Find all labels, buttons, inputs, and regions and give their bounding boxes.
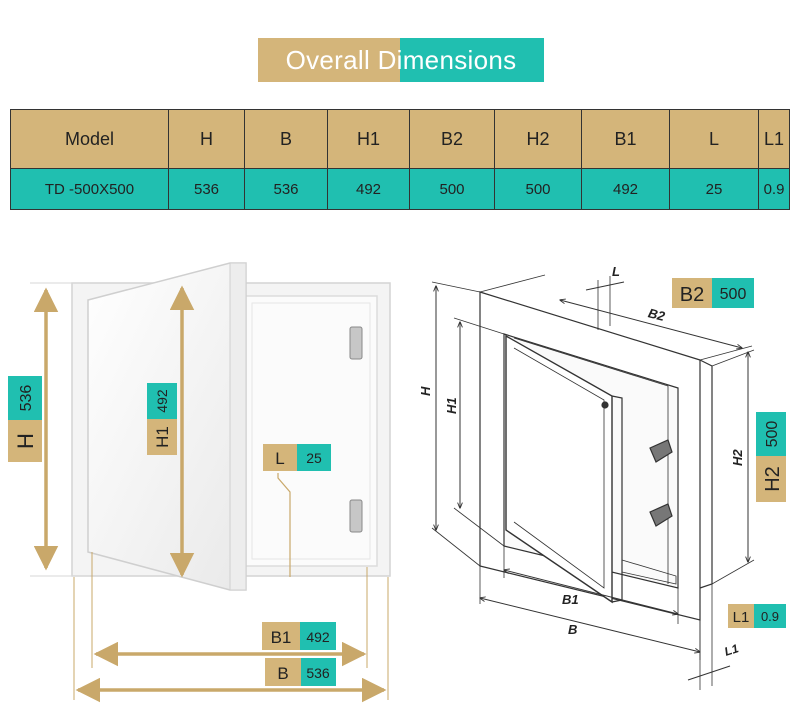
photo-b-value: 536 <box>306 665 330 681</box>
drawing-depth-top <box>479 274 546 293</box>
drawing-label-b2: B2 <box>647 305 668 324</box>
photo-l-leader <box>277 473 291 577</box>
photo-l-letter: L <box>275 449 284 468</box>
photo-b-badge: B 536 <box>265 658 336 686</box>
cell-h2: 500 <box>494 168 582 210</box>
drawing-h2-badge: H2 500 <box>756 412 786 502</box>
drawing-l1-letter: L1 <box>733 609 750 626</box>
photo-door-edge <box>229 262 247 591</box>
drawing-l1-badge: L1 0.9 <box>728 604 786 628</box>
drawing-b2-value: 500 <box>720 286 747 303</box>
drawing-hinge-bottom <box>649 503 673 527</box>
header-model: Model <box>10 109 169 169</box>
photo-l-badge: L 25 <box>263 444 331 471</box>
header-b2: B2 <box>409 109 495 169</box>
cell-l1: 0.9 <box>758 168 790 210</box>
drawing-door-lock <box>601 401 609 409</box>
drawing-label-l: L <box>612 264 620 279</box>
cell-h: 536 <box>168 168 245 210</box>
title-teal-block <box>400 38 544 82</box>
dimensions-table: Model H B H1 B2 H2 B1 L L1 TD -500X500 5… <box>10 109 790 210</box>
drawing-b2-badge: B2 500 <box>672 278 754 308</box>
table-header-row: Model H B H1 B2 H2 B1 L L1 <box>10 109 790 169</box>
photo-hatch <box>71 262 391 591</box>
header-h2: H2 <box>494 109 582 169</box>
title-banner: Overall Dimensions <box>258 38 544 82</box>
drawing-door-inner <box>513 347 605 589</box>
drawing-b2-letter: B2 <box>680 284 704 306</box>
drawing-hinge-top <box>649 439 673 463</box>
cell-b: 536 <box>244 168 328 210</box>
photo-inner-rim <box>251 302 371 560</box>
photo-h-badge: H 536 <box>8 376 42 462</box>
header-b1: B1 <box>581 109 670 169</box>
diagram-canvas: H 536 H1 492 L 25 B1 492 B 536 <box>8 262 786 703</box>
header-l: L <box>669 109 759 169</box>
page-title: Overall Dimensions <box>285 44 517 75</box>
photo-h1-value: 492 <box>154 389 170 413</box>
photo-hinge-top <box>349 326 363 360</box>
drawing-label-h1: H1 <box>444 397 459 414</box>
drawing-label-l1: L1 <box>723 641 741 659</box>
drawing-l-dim <box>585 281 625 291</box>
drawing-h2-letter: H2 <box>762 466 784 492</box>
photo-h1-badge: H1 492 <box>147 383 177 455</box>
title-gold-block <box>258 38 400 82</box>
photo-l-value: 25 <box>306 450 322 466</box>
drawing-label-h: H <box>418 386 433 396</box>
table-row: TD -500X500 536 536 492 500 500 492 25 0… <box>10 168 790 210</box>
photo-b1-badge: B1 492 <box>262 622 336 650</box>
photo-h1-letter: H1 <box>153 426 172 448</box>
header-l1: L1 <box>758 109 790 169</box>
drawing-dimensions <box>431 276 755 690</box>
cell-b2: 500 <box>409 168 495 210</box>
technical-drawing <box>479 274 713 621</box>
cell-l: 25 <box>669 168 759 210</box>
drawing-label-h2: H2 <box>730 449 745 466</box>
cell-h1: 492 <box>327 168 410 210</box>
drawing-label-b: B <box>568 622 577 637</box>
cell-b1: 492 <box>581 168 670 210</box>
photo-h-letter: H <box>13 433 38 449</box>
drawing-flange-side <box>699 359 713 589</box>
photo-b1-letter: B1 <box>271 628 292 647</box>
drawing-b2-dim <box>560 300 742 348</box>
drawing-l1-dim <box>687 665 731 681</box>
photo-b-letter: B <box>277 664 288 683</box>
drawing-h2-value: 500 <box>764 421 781 448</box>
cell-model: TD -500X500 <box>10 168 169 210</box>
photo-hinge-bottom <box>349 499 363 533</box>
header-h1: H1 <box>327 109 410 169</box>
photo-b1-value: 492 <box>306 629 330 645</box>
drawing-label-b1: B1 <box>562 592 579 607</box>
drawing-b-dim <box>480 598 700 652</box>
header-h: H <box>168 109 245 169</box>
photo-h-value: 536 <box>18 385 35 412</box>
header-b: B <box>244 109 328 169</box>
drawing-l1-value: 0.9 <box>761 609 779 624</box>
